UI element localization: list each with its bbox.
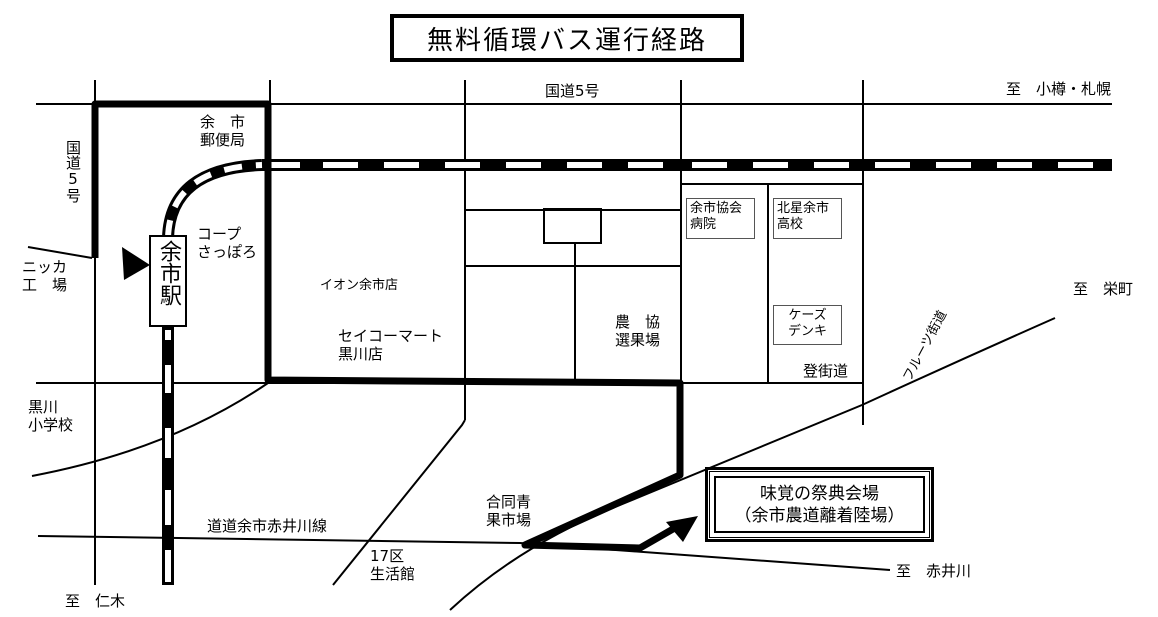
road-label-route5: 国道5号 — [545, 82, 600, 100]
landmark-hokusei: 北星余市 高校 — [773, 198, 842, 239]
road-network — [27, 80, 1112, 611]
landmark-coop: コープ さっぽろ — [197, 225, 258, 261]
landmark-ksdenki: ケーズ デンキ — [773, 305, 842, 345]
road-label-nobori: 登街道 — [803, 362, 849, 380]
landmark-nikka: ニッカ 工 場 — [22, 258, 68, 294]
direction-niki: 至 仁木 — [65, 592, 126, 610]
bus-route — [91, 100, 684, 552]
landmark-seicomart: セイコーマート 黒川店 — [338, 327, 444, 363]
destination-name: 味覚の祭典会場 — [760, 483, 879, 504]
station-name: 余市駅 — [156, 240, 181, 306]
landmark-hospital: 余市協会 病院 — [686, 198, 755, 239]
destination-subname: （余市農道離着陸場） — [734, 505, 905, 526]
direction-sakaemachi: 至 栄町 — [1073, 280, 1134, 298]
landmark-market: 合同青 果市場 — [486, 493, 532, 529]
direction-otaru-sapporo: 至 小樽・札幌 — [1006, 80, 1112, 98]
landmark-nokyo: 農 協 選果場 — [615, 313, 661, 349]
landmark-17ku: 17区 生活館 — [370, 547, 416, 583]
map-title: 無料循環バス運行経路 — [390, 14, 744, 62]
yoichi-station[interactable]: 余市駅 — [149, 235, 187, 327]
landmark-kurokawa-school: 黒川 小学校 — [28, 398, 74, 434]
road-label-prefectural: 道道余市赤井川線 — [207, 517, 328, 535]
arrow-to-station-icon — [122, 247, 150, 280]
arrow-to-venue-icon — [666, 516, 698, 542]
destination-venue[interactable]: 味覚の祭典会場 （余市農道離着陸場） — [707, 469, 932, 540]
road-label-route5-vertical: 国道5号 — [64, 140, 82, 203]
direction-akaigawa: 至 赤井川 — [896, 562, 972, 580]
landmark-aeon: イオン余市店 — [320, 278, 399, 293]
landmark-post-office: 余 市 郵便局 — [200, 113, 246, 149]
railway — [162, 159, 1112, 585]
destination-frame — [705, 467, 934, 542]
